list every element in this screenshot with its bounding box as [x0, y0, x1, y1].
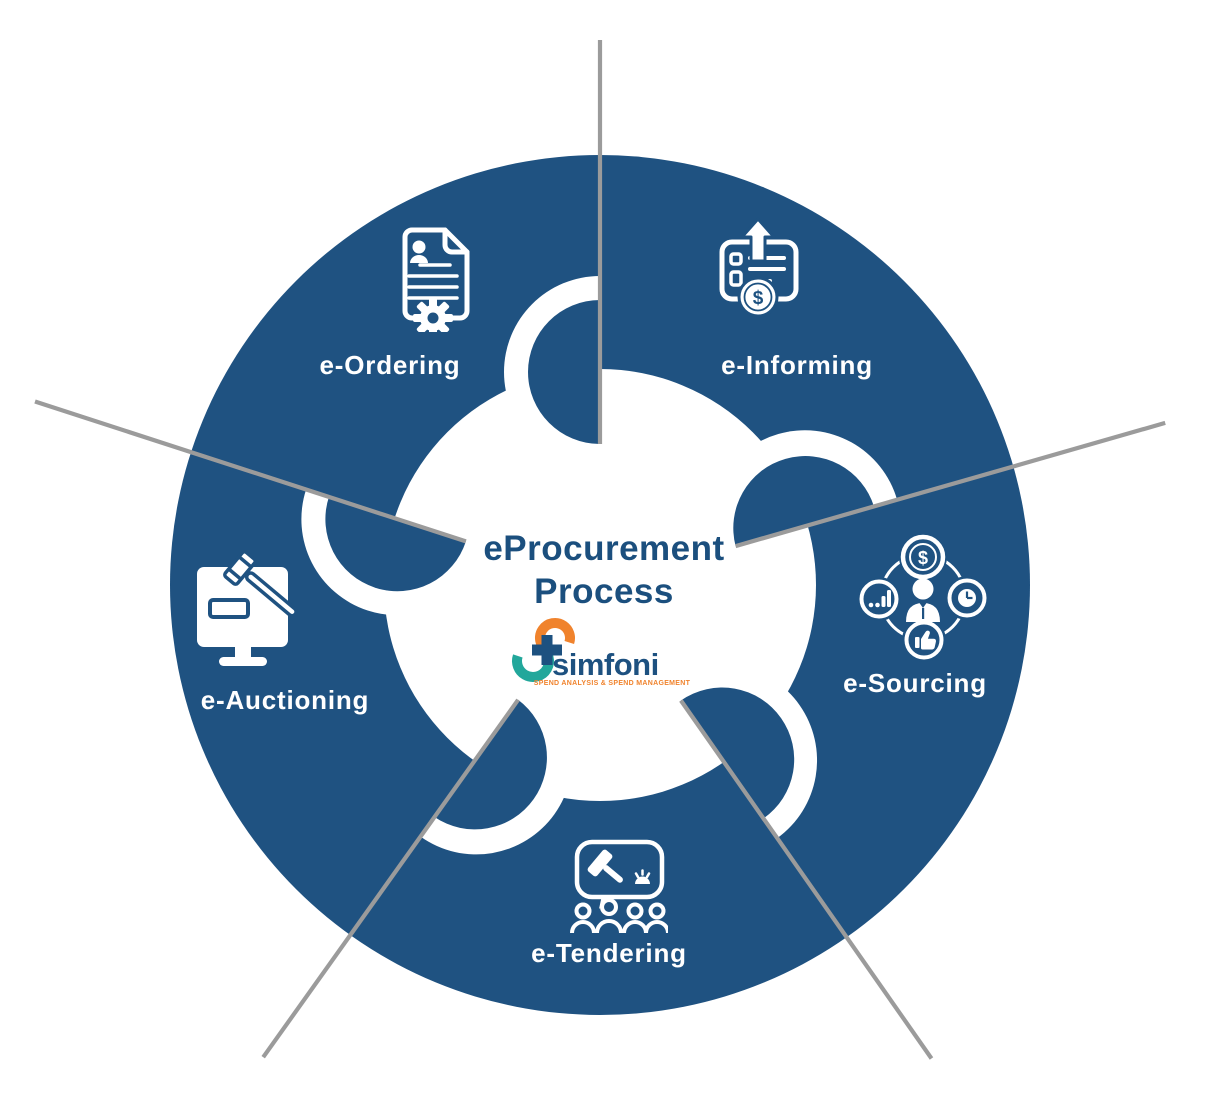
arrow-up-icon [740, 217, 776, 263]
person-icon [906, 578, 940, 622]
purchase-order-document-gear-icon [402, 227, 470, 332]
diagram-title-line2: Process [534, 572, 674, 611]
divider-lines [34, 40, 1166, 1060]
clock-icon [947, 578, 987, 618]
svg-text:$: $ [918, 548, 928, 568]
divider-line-lower-left [261, 698, 520, 1059]
online-auction-monitor-gavel-icon [197, 550, 298, 666]
sun-icon [634, 869, 651, 884]
segment-bump-bottom-left [434, 699, 547, 830]
segment-label-e-sourcing: e-Sourcing [843, 668, 987, 698]
people-row-icon [570, 898, 668, 934]
diagram-title-line1: eProcurement [483, 529, 725, 568]
gear-icon [413, 298, 453, 332]
bar-chart-icon [859, 579, 899, 619]
divider-line-lower-right [679, 699, 934, 1060]
segment-label-e-informing: e-Informing [721, 350, 873, 380]
divider-line-upper-right [735, 420, 1166, 549]
segment-label-e-auctioning: e-Auctioning [200, 685, 370, 715]
segment-bump-left [325, 497, 466, 592]
gavel-icon [587, 849, 623, 883]
segment-label-e-ordering: e-Ordering [319, 350, 461, 380]
supplier-evaluation-network-icon: $ [858, 533, 988, 662]
svg-text:$: $ [753, 288, 764, 309]
gavel-icon [223, 550, 298, 618]
dollar-coin-icon: $ [900, 534, 946, 580]
simfoni-tagline: SPEND ANALYSIS & SPEND MANAGEMENT [533, 680, 691, 687]
segment-bump-right [733, 456, 874, 547]
segment-label-e-tendering: e-Tendering [531, 938, 687, 968]
simfoni-logo-icon [512, 618, 575, 682]
diagram-title: eProcurement Process [483, 527, 724, 613]
segment-bump-top [528, 300, 600, 444]
simfoni-wordmark: simfoni [552, 647, 659, 682]
segment-bumps [325, 300, 874, 830]
segment-bump-bottom-right [680, 687, 795, 819]
thumbs-up-icon [904, 620, 944, 660]
report-upload-dollar-icon: $ [719, 217, 799, 318]
divider-line-upper-left [34, 399, 467, 544]
bid-announcement-gavel-people-icon [570, 839, 668, 934]
dollar-coin-icon: $ [737, 276, 779, 318]
